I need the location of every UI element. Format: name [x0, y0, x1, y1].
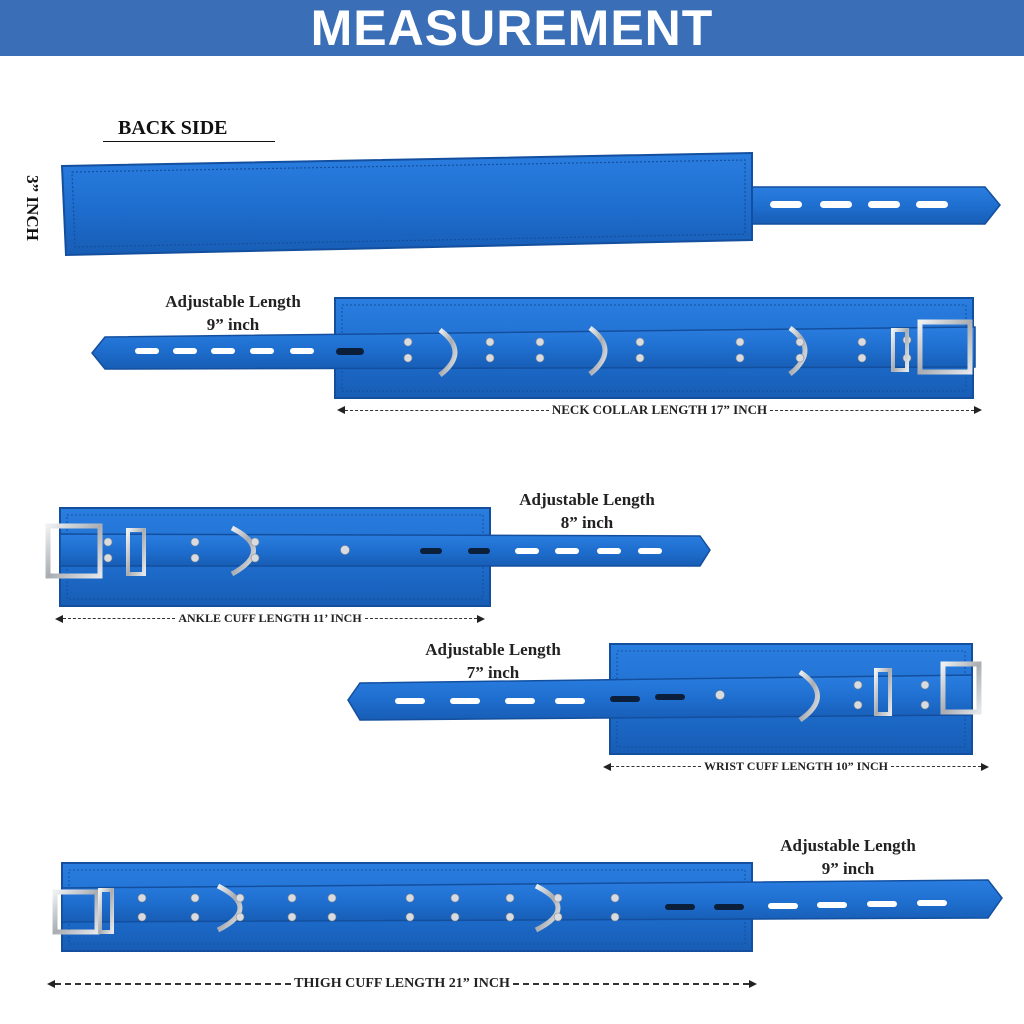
- wrist-length-label: WRIST CUFF LENGTH 10” INCH: [703, 759, 889, 773]
- thigh-adjustable-title: Adjustable Length: [780, 836, 916, 855]
- thigh-cuff: [52, 862, 1003, 952]
- thigh-adjustable-value: 9” inch: [821, 859, 875, 878]
- ankle-cuff: [45, 507, 711, 607]
- neck-adjustable-label: Adjustable Length 9” inch: [148, 290, 318, 336]
- thigh-adjustable-label: Adjustable Length 9” inch: [763, 834, 933, 880]
- ankle-length-label: ANKLE CUFF LENGTH 11’ INCH: [178, 611, 362, 625]
- neck-adjustable-value: 9” inch: [206, 315, 260, 334]
- neck-collar: [91, 297, 976, 399]
- wrist-adjustable-label: Adjustable Length 7” inch: [408, 638, 578, 684]
- neck-adjustable-title: Adjustable Length: [165, 292, 301, 311]
- neck-length-measure: NECK COLLAR LENGTH 17” INCH: [337, 402, 982, 418]
- ankle-length-measure: ANKLE CUFF LENGTH 11’ INCH: [55, 611, 486, 626]
- neck-length-label: NECK COLLAR LENGTH 17” INCH: [551, 402, 768, 417]
- width-label-text: 3” INCH: [23, 175, 42, 241]
- wrist-adjustable-title: Adjustable Length: [425, 640, 561, 659]
- back-side-label: BACK SIDE: [103, 115, 275, 142]
- ankle-adjustable-title: Adjustable Length: [519, 490, 655, 509]
- wrist-cuff: [347, 643, 982, 755]
- ankle-adjustable-value: 8” inch: [560, 513, 614, 532]
- thigh-length-measure: THIGH CUFF LENGTH 21” INCH: [47, 976, 758, 992]
- ankle-adjustable-label: Adjustable Length 8” inch: [502, 488, 672, 534]
- back-side-collar: [60, 151, 1001, 257]
- width-label: 3” INCH: [18, 163, 46, 253]
- wrist-adjustable-value: 7” inch: [466, 663, 520, 682]
- thigh-length-label: THIGH CUFF LENGTH 21” INCH: [294, 976, 510, 991]
- page-title: MEASUREMENT: [310, 0, 714, 56]
- wrist-length-measure: WRIST CUFF LENGTH 10” INCH: [603, 759, 989, 774]
- header-bar: MEASUREMENT: [0, 0, 1024, 56]
